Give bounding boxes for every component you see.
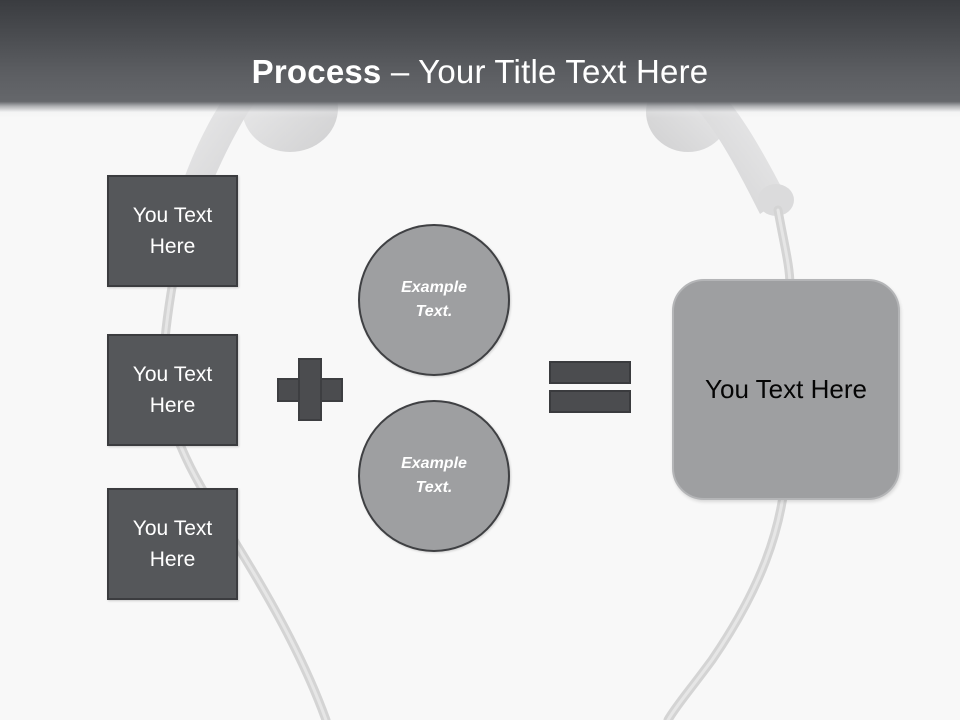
- plus-center-fill: [300, 380, 320, 400]
- result-box[interactable]: You Text Here: [672, 279, 900, 500]
- page-title-bold: Process: [251, 53, 382, 90]
- example-circle-1[interactable]: Example Text.: [358, 224, 510, 376]
- title-band: [0, 0, 960, 118]
- example-circle-2-text: Example Text.: [401, 452, 467, 500]
- plus-operator-icon: [277, 358, 343, 421]
- page-title: Process – Your Title Text Here: [0, 52, 960, 92]
- example-circle-2-line1: Example: [401, 455, 467, 472]
- step-box-1[interactable]: You Text Here: [107, 175, 238, 287]
- step-box-2[interactable]: You Text Here: [107, 334, 238, 446]
- step-box-3-label: You Text Here: [132, 517, 213, 571]
- example-circle-2[interactable]: Example Text.: [358, 400, 510, 552]
- example-circle-1-text: Example Text.: [401, 276, 467, 324]
- example-circle-2-line2: Text.: [415, 479, 453, 496]
- equals-top-bar: [549, 361, 631, 384]
- step-box-1-label: You Text Here: [132, 204, 213, 258]
- page-title-rest: – Your Title Text Here: [381, 53, 709, 90]
- example-circle-1-line1: Example: [401, 279, 467, 296]
- equals-bottom-bar: [549, 390, 631, 413]
- example-circle-1-line2: Text.: [415, 303, 453, 320]
- equals-operator-icon: [549, 361, 631, 413]
- step-box-3[interactable]: You Text Here: [107, 488, 238, 600]
- step-box-2-label: You Text Here: [132, 363, 213, 417]
- result-box-label: You Text Here: [705, 374, 867, 404]
